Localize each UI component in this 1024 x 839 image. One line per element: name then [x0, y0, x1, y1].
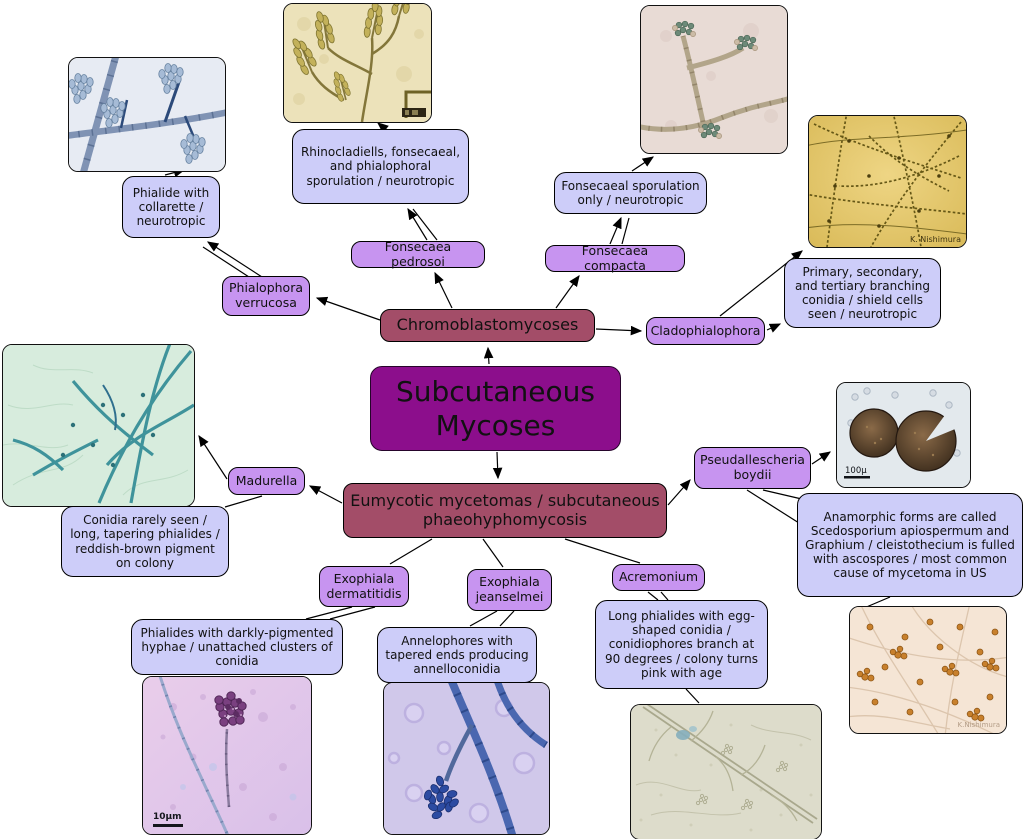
note-cladophialophora[interactable]: Primary, secondary, and tertiary branchi…	[784, 258, 941, 328]
note-exophiala-jeanselmei[interactable]: Annelophores with tapered ends producing…	[377, 627, 537, 683]
node-label: Exophiala dermatitidis	[326, 570, 402, 601]
micrograph-fonsecaea-compacta	[640, 5, 788, 154]
node-pseudallescheria-boydii[interactable]: Pseudallescheria boydii	[694, 447, 811, 489]
node-label: Fonsecaea pedrosoi	[384, 238, 452, 269]
note-text: Phialide with collarette / neurotropic	[132, 185, 210, 229]
micrograph-madurella	[2, 344, 195, 507]
note-fonsecaea-compacta[interactable]: Fonsecaeal sporulation only / neurotropi…	[554, 172, 707, 214]
node-label: Pseudallescheria boydii	[700, 452, 805, 482]
node-label: Chromoblastomycoses	[396, 315, 579, 335]
node-acremonium[interactable]: Acremonium	[612, 564, 705, 591]
note-text: Anamorphic forms are called Scedosporium…	[805, 509, 1015, 581]
note-text: Rhinocladiells, fonsecaeal, and phialoph…	[300, 145, 461, 188]
node-fonsecaea-pedrosoi[interactable]: Fonsecaea pedrosoi	[351, 238, 485, 269]
note-exophiala-dermatitidis[interactable]: Phialides with darkly-pigmented hyphae /…	[131, 619, 343, 675]
micrograph-exophiala-dermatitidis: 10µm	[142, 676, 312, 835]
micrograph-cleistothecia: 100µ	[836, 382, 971, 488]
note-pseudallescheria[interactable]: Anamorphic forms are called Scedosporium…	[797, 493, 1023, 597]
node-exophiala-dermatitidis[interactable]: Exophiala dermatitidis	[319, 566, 409, 607]
micrograph-phialophora	[68, 57, 226, 172]
node-madurella[interactable]: Madurella	[228, 467, 305, 495]
node-chromoblastomycoses[interactable]: Chromoblastomycoses	[380, 309, 595, 342]
micrograph-fonsecaea-pedrosoi	[283, 3, 432, 123]
node-label: Madurella	[235, 472, 298, 488]
node-exophiala-jeanselmei[interactable]: Exophiala jeanselmei	[467, 569, 552, 611]
node-fonsecaea-compacta[interactable]: Fonsecaea compacta	[545, 242, 685, 273]
micrograph-exophiala-jeanselmei	[383, 682, 550, 835]
note-text: Conidia rarely seen / long, tapering phi…	[70, 513, 220, 570]
note-text: Fonsecaeal sporulation only / neurotropi…	[561, 178, 700, 207]
node-phialophora-verrucosa[interactable]: Phialophora verrucosa	[222, 276, 310, 316]
node-label: Acremonium	[618, 569, 699, 585]
note-text: Long phialides with egg-shaped conidia /…	[604, 609, 759, 680]
node-label: Eumycotic mycetomas / subcutaneous phaeo…	[350, 490, 660, 529]
micrograph-acremonium	[630, 704, 822, 839]
node-subcutaneous-mycoses[interactable]: Subcutaneous Mycoses	[370, 366, 621, 451]
micrograph-cladophialophora: K. Nishimura	[808, 115, 967, 248]
note-phialophora[interactable]: Phialide with collarette / neurotropic	[122, 176, 220, 238]
note-madurella[interactable]: Conidia rarely seen / long, tapering phi…	[61, 506, 229, 577]
node-label: Cladophialophora	[650, 322, 761, 338]
note-text: Primary, secondary, and tertiary branchi…	[795, 264, 930, 322]
node-cladophialophora[interactable]: Cladophialophora	[646, 317, 765, 345]
node-label: Phialophora verrucosa	[228, 280, 304, 310]
micrograph-scedosporium: K.Nishimura	[849, 606, 1007, 734]
node-label: Exophiala jeanselmei	[475, 574, 544, 604]
note-fonsecaea-pedrosoi[interactable]: Rhinocladiells, fonsecaeal, and phialoph…	[292, 129, 469, 204]
node-eumycotic-mycetomas[interactable]: Eumycotic mycetomas / subcutaneous phaeo…	[343, 483, 667, 538]
node-label: Subcutaneous Mycoses	[395, 375, 595, 442]
note-text: Annelophores with tapered ends producing…	[385, 633, 529, 677]
note-text: Phialides with darkly-pigmented hyphae /…	[140, 625, 334, 669]
note-acremonium[interactable]: Long phialides with egg-shaped conidia /…	[595, 600, 768, 689]
node-label: Fonsecaea compacta	[581, 242, 649, 273]
